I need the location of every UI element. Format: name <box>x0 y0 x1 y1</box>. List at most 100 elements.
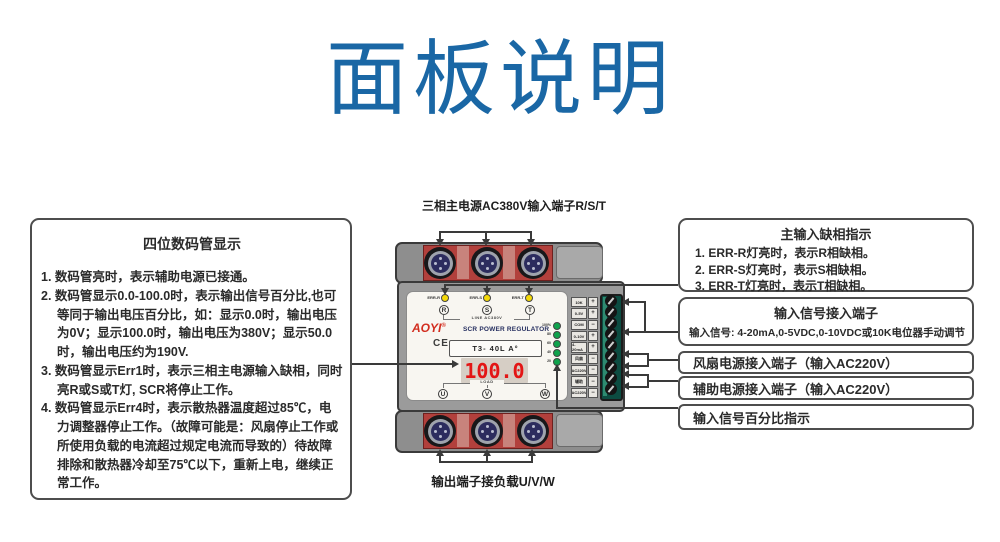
arrow-right-icon <box>452 360 459 368</box>
connector-display <box>352 363 453 365</box>
connector-aux-power <box>629 374 649 376</box>
terminal-row: COM− <box>571 319 598 330</box>
device-top-side-block <box>556 246 603 279</box>
terminal-separator <box>503 414 515 447</box>
terminal-label: 10K <box>571 297 587 308</box>
connector-fan-power <box>647 353 649 367</box>
load-bracket <box>443 383 444 388</box>
percent-label-80: 80 <box>547 332 551 336</box>
connector-fan-power <box>629 353 649 355</box>
connector-main-input <box>439 231 441 239</box>
arrow-up-icon <box>553 364 561 371</box>
phase-loss-item-3: 3. ERR-T灯亮时，表示T相缺相。 <box>695 279 873 294</box>
connector-input-signal <box>629 301 646 303</box>
terminal-screw <box>605 306 617 318</box>
arrow-up-icon <box>483 449 491 456</box>
arrow-down-icon <box>441 288 449 295</box>
line-bracket <box>443 315 444 320</box>
connector-aux-power <box>629 386 649 388</box>
output-load-label: 输出端子接负载U/V/W <box>431 475 555 489</box>
terminal-screw <box>605 383 617 395</box>
arrow-down-icon <box>527 239 535 246</box>
left-box-item-1: 1. 数码管亮时，表示辅助电源已接通。 <box>41 270 255 284</box>
arrow-up-icon <box>436 449 444 456</box>
input-signal-title: 输入信号接入端子 <box>773 306 878 321</box>
load-circle-w: W <box>540 389 550 399</box>
err-t-led-label: ERR-T <box>511 295 524 300</box>
err-r-led <box>441 294 449 302</box>
arrow-down-icon <box>525 288 533 295</box>
callout-input-signal-terminals: 输入信号接入端子 输入信号: 4-20mA,0-5VDC,0-10VDC或10K… <box>678 297 974 346</box>
output-terminal-v <box>471 415 503 447</box>
connector-output <box>486 456 488 463</box>
err-s-led <box>483 294 491 302</box>
aux-power-label: 辅助电源接入端子（输入AC220V） <box>693 381 899 397</box>
arrow-down-icon <box>483 288 491 295</box>
left-box-item-3: 3. 数码管显示Err1时，表示三相主电源输入缺相，同时亮R或S或T灯, SCR… <box>41 363 343 397</box>
left-info-box-digital-display: 四位数码管显示 1. 数码管亮时，表示辅助电源已接通。 2. 数码管显示0.0-… <box>30 218 352 500</box>
terminal-sign: + <box>588 342 598 353</box>
terminal-screw <box>605 350 617 362</box>
main-power-input-label: 三相主电源AC380V输入端子R/S/T <box>421 199 607 213</box>
terminal-sign: − <box>588 365 598 376</box>
connector-phase-loss <box>444 284 678 286</box>
display-value: 100.0 <box>464 358 525 383</box>
signal-percent-label: 输入信号百分比指示 <box>693 410 811 426</box>
terminal-row: 辅助− <box>571 376 598 387</box>
terminal-sign: − <box>588 353 598 364</box>
terminal-sign: + <box>588 331 598 342</box>
terminal-separator <box>503 246 515 279</box>
connector-input-signal <box>644 301 646 333</box>
connector-output <box>531 456 533 463</box>
connector-phase-loss <box>486 284 488 289</box>
err-s-led-label: ERR-S <box>469 295 482 300</box>
terminal-sign: − <box>588 319 598 330</box>
phase-loss-item-2: 2. ERR-S灯亮时，表示S相缺相。 <box>695 262 874 277</box>
terminal-screw <box>605 361 617 373</box>
percent-led-40 <box>553 349 561 357</box>
percent-label-100: 100% <box>542 323 551 327</box>
terminal-label: 0-10V <box>571 331 587 342</box>
phase-circle-s: S <box>482 305 492 315</box>
terminal-sign: + <box>588 308 598 319</box>
terminal-screw <box>605 317 617 329</box>
brand-text: AOYI <box>412 321 442 335</box>
fan-power-label: 风扇电源接入端子（输入AC220V） <box>693 356 899 371</box>
load-label: LOAD <box>470 379 504 385</box>
left-box-item-2: 2. 数码管显示0.0-100.0时，表示输出信号百分比,也可等同于输出电压百分… <box>41 288 337 359</box>
terminal-sign: − <box>588 376 598 387</box>
connector-phase-loss <box>444 284 446 289</box>
input-terminal-t <box>517 247 549 279</box>
ce-mark: CE <box>433 338 449 349</box>
arrow-left-icon <box>622 382 629 390</box>
err-t-led <box>525 294 533 302</box>
arrow-up-icon <box>528 449 536 456</box>
connector-signal-percent <box>556 371 558 409</box>
connector-phase-loss <box>528 284 530 289</box>
terminal-label: AC220V <box>571 387 587 398</box>
left-box-title: 四位数码管显示 <box>143 236 241 252</box>
arrow-left-icon <box>622 328 629 336</box>
product-name: SCR POWER REGULATOR <box>463 326 550 333</box>
err-r-led-label: ERR-R <box>427 295 440 300</box>
connector-aux-power <box>647 374 649 388</box>
registered-mark: ® <box>441 323 446 329</box>
connector-signal-percent <box>557 407 678 409</box>
connector-output <box>439 456 441 463</box>
terminal-label: AC220V <box>571 365 587 376</box>
terminal-row: 风扇− <box>571 353 598 364</box>
connector-aux-power <box>648 380 678 382</box>
terminal-screw <box>605 339 617 351</box>
line-ac380v-label: LINE AC380V <box>460 315 514 321</box>
percent-label-40: 40 <box>547 350 551 354</box>
connector-fan-power <box>648 359 678 361</box>
connector-main-input <box>485 231 487 239</box>
arrow-left-icon <box>622 350 629 358</box>
terminal-row: 0-5V+ <box>571 308 598 319</box>
callout-aux-power-terminals: 辅助电源接入端子（输入AC220V） <box>678 376 974 400</box>
connector-input-signal <box>629 331 678 333</box>
terminal-row: AC220V− <box>571 387 598 398</box>
phase-circle-r: R <box>439 305 449 315</box>
phase-loss-title: 主输入缺相指示 <box>780 227 872 242</box>
